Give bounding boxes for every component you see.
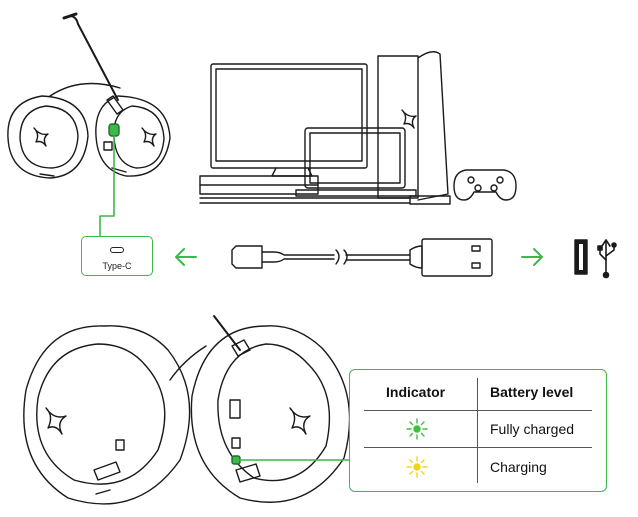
callout-line-top xyxy=(99,135,115,237)
arrow-right-icon xyxy=(521,248,543,266)
usb-cable-image xyxy=(231,238,493,277)
yellow-led-icon xyxy=(406,456,428,478)
type-c-port-callout: Type-C xyxy=(81,236,153,276)
headset-top-image xyxy=(7,12,171,179)
devices-image xyxy=(199,51,517,205)
type-c-port-icon xyxy=(110,247,124,253)
battery-indicator-table: Indicator Battery level Fully charged Ch… xyxy=(349,369,607,492)
green-led-icon xyxy=(406,418,428,440)
header-divider xyxy=(364,410,592,411)
status-charging: Charging xyxy=(490,459,547,475)
usb-port-icon xyxy=(574,239,588,275)
row-divider xyxy=(364,447,592,448)
battery-level-header: Battery level xyxy=(490,384,574,400)
indicator-header: Indicator xyxy=(386,384,446,400)
usb-symbol-icon xyxy=(597,239,617,279)
column-divider xyxy=(477,378,478,483)
port-highlight xyxy=(108,123,120,137)
headset-bottom-image xyxy=(23,315,351,505)
type-c-label: Type-C xyxy=(102,261,132,271)
led-highlight xyxy=(231,455,241,465)
status-fully-charged: Fully charged xyxy=(490,421,575,437)
arrow-left-icon xyxy=(175,248,197,266)
